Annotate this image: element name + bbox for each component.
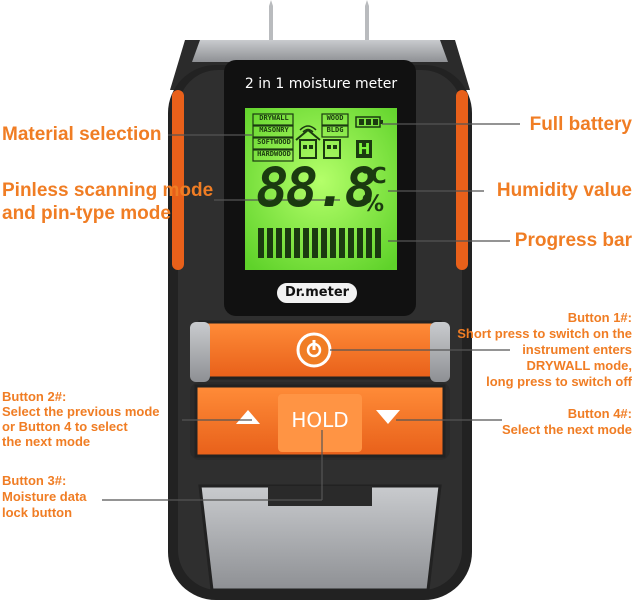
label-button2-line3: the next mode (2, 434, 91, 449)
lcd-mode-bldg: BLDG (326, 126, 344, 134)
lcd-unit-percent: % (362, 192, 385, 217)
battery-icon (355, 116, 383, 128)
lcd-material-hardwood: HARDWOOD (257, 150, 291, 158)
signal-icon (299, 125, 317, 133)
pin-right (365, 6, 369, 40)
label-pinless-line1: Pinless scanning mode (2, 180, 214, 201)
brand-badge (275, 281, 359, 305)
power-button[interactable] (296, 332, 332, 368)
label-button2-line2: or Button 4 to select (2, 419, 128, 434)
down-button[interactable] (376, 410, 400, 424)
label-button1-line4: long press to switch off (486, 374, 632, 389)
label-button2-title: Button 2#: (2, 389, 67, 404)
pin-left (269, 6, 273, 40)
lcd-material-softwood: SOFTWOOD (257, 138, 291, 146)
label-button4-title: Button 4#: (567, 406, 632, 421)
label-pinless-line2: and pin-type mode (2, 203, 171, 224)
label-progress-bar: Progress bar (514, 230, 632, 251)
screen-title: 2 in 1 moisture meter (244, 76, 398, 92)
lcd-unit-temp: ℃ (360, 164, 387, 189)
lcd-hold-indicator: H (357, 140, 371, 158)
progress-bar (258, 228, 381, 258)
label-full-battery: Full battery (529, 114, 632, 135)
lcd-material-masonry: MASONRY (259, 126, 289, 134)
label-humidity-value: Humidity value (496, 180, 632, 201)
hold-button[interactable]: HOLD (291, 408, 349, 432)
label-button3-line1: Moisture data (2, 489, 87, 504)
label-button4-line1: Select the next mode (501, 422, 632, 437)
label-material-selection: Material selection (2, 124, 162, 145)
lcd-digits: 88.8 (256, 156, 377, 219)
label-button1-title: Button 1#: (567, 310, 632, 325)
label-button1-line2: instrument enters (522, 342, 632, 357)
label-button2-line1: Select the previous mode (2, 404, 160, 419)
lcd-material-drywall: DRYWALL (259, 114, 289, 122)
label-button1-line1: Short press to switch on the (457, 326, 632, 341)
label-button3-title: Button 3#: (2, 473, 67, 488)
annotation-lines (102, 123, 520, 501)
label-button1-line3: DRYWALL mode, (526, 358, 632, 373)
brand-label: Dr.meter (284, 285, 350, 300)
label-button3-line2: lock button (2, 505, 73, 520)
lcd-mode-wood: WOOD (326, 114, 344, 122)
